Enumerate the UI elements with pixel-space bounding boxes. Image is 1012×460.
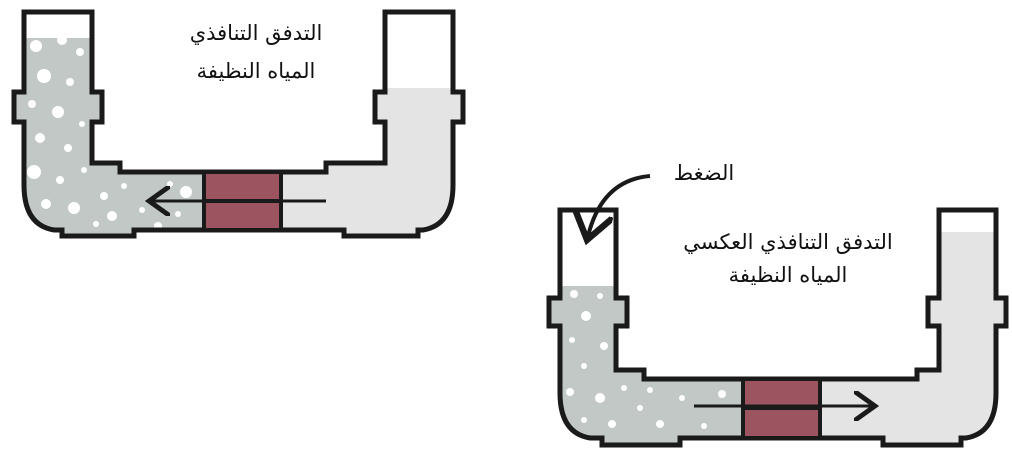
reverse-osmosis-title: التدفق التنافذي العكسي bbox=[683, 230, 893, 254]
semipermeable-membrane bbox=[741, 377, 822, 440]
vessel-outline bbox=[546, 207, 1009, 448]
vessel-outline bbox=[11, 9, 466, 239]
reverse-osmosis-vessel bbox=[546, 174, 1009, 448]
osmosis-title: التدفق التنافذي bbox=[189, 21, 323, 45]
osmosis-vessel bbox=[11, 9, 466, 239]
osmosis-subtitle: المياه النظيفة bbox=[196, 59, 316, 83]
reverse-osmosis-subtitle: المياه النظيفة bbox=[728, 263, 848, 287]
contaminant-particles bbox=[566, 290, 726, 429]
pressure-label: الضغط bbox=[673, 161, 735, 185]
pressure-arrow bbox=[588, 174, 651, 236]
